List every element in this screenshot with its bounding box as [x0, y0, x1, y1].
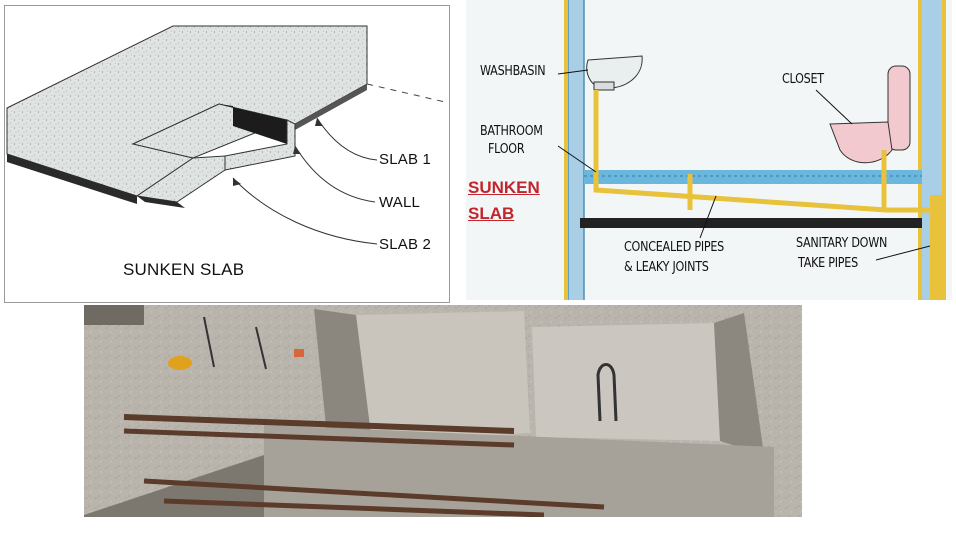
label-closet: CLOSET — [782, 72, 824, 87]
leader-slab1 — [316, 117, 378, 161]
bathroom-floor-slab — [584, 170, 922, 184]
label-slab-2: SLAB 2 — [379, 236, 432, 253]
photo-rebar-2 — [123, 428, 515, 448]
left-wall — [568, 0, 584, 300]
label-slab-1: SLAB 1 — [379, 151, 432, 168]
label-bathroom-floor-2: FLOOR — [488, 142, 525, 157]
photo-sunken-recess-left — [356, 311, 530, 443]
label-sunken: SUNKEN — [468, 178, 540, 197]
label-sanitary-2: TAKE PIPES — [798, 256, 858, 271]
sunken-slab-photo — [84, 305, 802, 517]
photo-illustration — [84, 305, 802, 517]
label-wall: WALL — [379, 194, 421, 211]
closet-cistern — [887, 65, 911, 151]
closet-bowl — [829, 121, 893, 164]
photo-rebar-1 — [123, 414, 515, 434]
slab-1-edge — [7, 154, 137, 204]
leader-slab2 — [232, 177, 378, 245]
photo-yellow-object — [168, 356, 192, 370]
label-slab: SLAB — [468, 204, 515, 223]
label-sanitary-1: SANITARY DOWN — [796, 236, 888, 251]
photo-rebar-hook — [596, 363, 618, 422]
sunken-slab-base — [580, 218, 922, 228]
sunken-slab-diagram: SLAB 1 WALL SLAB 2 SUNKEN SLAB — [4, 5, 450, 303]
diagram-title: SUNKEN SLAB — [123, 260, 245, 279]
photo-sunken-recess-right — [532, 323, 720, 441]
photo-rebar-3 — [143, 478, 605, 510]
label-bathroom-floor-1: BATHROOM — [480, 124, 543, 139]
wall-dark — [219, 104, 287, 144]
label-concealed-2: & LEAKY JOINTS — [624, 260, 709, 275]
sunken-slab-illustration — [6, 25, 446, 245]
label-concealed-1: CONCEALED PIPES — [624, 240, 725, 255]
wall-side — [135, 155, 226, 203]
bathroom-section-illustration — [557, 0, 946, 300]
leader-wall — [294, 145, 376, 203]
label-washbasin: WASHBASIN — [480, 64, 546, 79]
bathroom-section-diagram: WASHBASIN CLOSET BATHROOM FLOOR SUNKEN S… — [466, 0, 952, 300]
drain-pipes — [593, 90, 936, 213]
